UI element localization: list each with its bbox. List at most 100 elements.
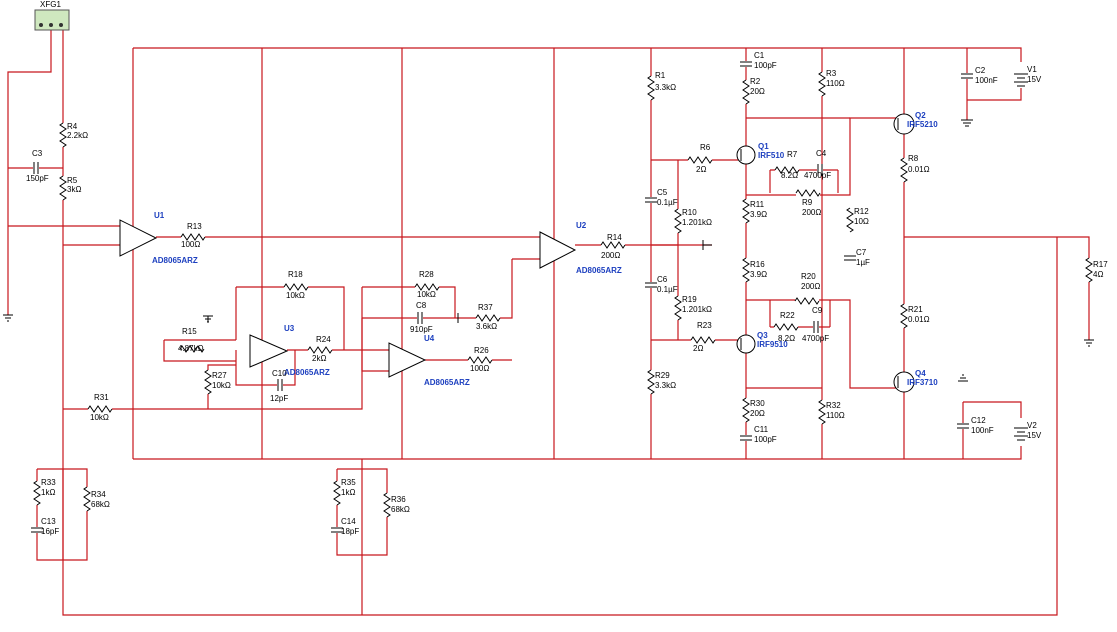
q1-ref: Q1 bbox=[758, 142, 769, 151]
q4-part: IRF3710 bbox=[907, 378, 938, 387]
resistor-ref: R34 bbox=[91, 490, 106, 499]
resistor-ref: R23 bbox=[697, 321, 712, 330]
function-generator-xfg1[interactable]: XFG1 bbox=[34, 0, 70, 31]
v1-ref: V1 bbox=[1027, 65, 1037, 74]
resistor-ref: R6 bbox=[700, 143, 711, 152]
resistor-value: 4.87kΩ bbox=[178, 344, 204, 353]
resistor-ref: R8 bbox=[908, 154, 919, 163]
capacitor-value: 12pF bbox=[270, 394, 288, 403]
mosfet-q2[interactable]: Q2 IRF5210 bbox=[893, 111, 938, 135]
resistor-value: 110Ω bbox=[826, 411, 845, 420]
resistor-r7[interactable]: R78.2Ω bbox=[774, 150, 800, 180]
capacitor-c6[interactable]: C60.1µF bbox=[645, 275, 678, 294]
resistor-ref: R29 bbox=[655, 371, 670, 380]
q3-ref: Q3 bbox=[757, 331, 768, 340]
capacitor-c5[interactable]: C50.1µF bbox=[645, 188, 678, 207]
resistor-value: 2kΩ bbox=[312, 354, 326, 363]
resistor-ref: R37 bbox=[478, 303, 493, 312]
resistor-r6[interactable]: R6 2Ω bbox=[687, 143, 713, 174]
mosfet-q3[interactable]: Q3 IRF9510 bbox=[736, 331, 788, 354]
resistor-ref: R21 bbox=[908, 305, 923, 314]
capacitor-ref: C9 bbox=[812, 306, 823, 315]
v1-value: 15V bbox=[1027, 75, 1042, 84]
opamp-u1[interactable]: U1 AD8065ARZ bbox=[119, 211, 198, 265]
resistor-value: 10kΩ bbox=[417, 290, 436, 299]
opamp-u3[interactable]: U3 AD8065ARZ bbox=[249, 324, 330, 377]
v2-value: 15V bbox=[1027, 431, 1042, 440]
resistor-ref: R4 bbox=[67, 122, 78, 131]
resistor-value: 3.3kΩ bbox=[655, 381, 676, 390]
resistor-value: 0.01Ω bbox=[908, 315, 930, 324]
resistor-value: 8.2Ω bbox=[781, 171, 798, 180]
resistor-r4[interactable]: R42.2kΩ bbox=[59, 122, 88, 148]
resistor-value: 4Ω bbox=[1093, 270, 1103, 279]
q2-ref: Q2 bbox=[915, 111, 926, 120]
resistor-ref: R20 bbox=[801, 272, 816, 281]
voltage-source-v1[interactable]: V1 15V bbox=[1014, 65, 1042, 87]
resistor-ref: R13 bbox=[187, 222, 202, 231]
resistor-r37[interactable]: R37 3.6kΩ bbox=[475, 303, 501, 331]
resistor-value: 1kΩ bbox=[41, 488, 55, 497]
resistor-ref: R32 bbox=[826, 401, 841, 410]
resistor-ref: R10 bbox=[682, 208, 697, 217]
resistor-value: 2Ω bbox=[696, 165, 706, 174]
capacitor-ref: C6 bbox=[657, 275, 668, 284]
resistor-ref: R33 bbox=[41, 478, 56, 487]
resistor-r1[interactable]: R13.3kΩ bbox=[647, 71, 676, 101]
resistor-value: 200Ω bbox=[802, 208, 821, 217]
mosfet-q4[interactable]: Q4 IRF3710 bbox=[893, 369, 938, 393]
resistor-r23[interactable]: R23 2Ω bbox=[690, 321, 716, 353]
capacitor-value: 0.1µF bbox=[657, 285, 678, 294]
resistor-value: 2Ω bbox=[693, 344, 703, 353]
resistor-ref: R3 bbox=[826, 69, 837, 78]
opamp-u2[interactable]: U2 AD8065ARZ bbox=[539, 221, 622, 275]
resistor-value: 3.6kΩ bbox=[476, 322, 497, 331]
resistor-r8[interactable]: R80.01Ω bbox=[900, 154, 930, 183]
resistor-value: 2.2kΩ bbox=[67, 131, 88, 140]
voltage-source-v2[interactable]: V2 15V bbox=[1014, 421, 1042, 441]
mosfet-q1[interactable]: Q1 IRF510 bbox=[736, 142, 785, 165]
opamp-u4[interactable]: U4 AD8065ARZ bbox=[388, 334, 470, 387]
